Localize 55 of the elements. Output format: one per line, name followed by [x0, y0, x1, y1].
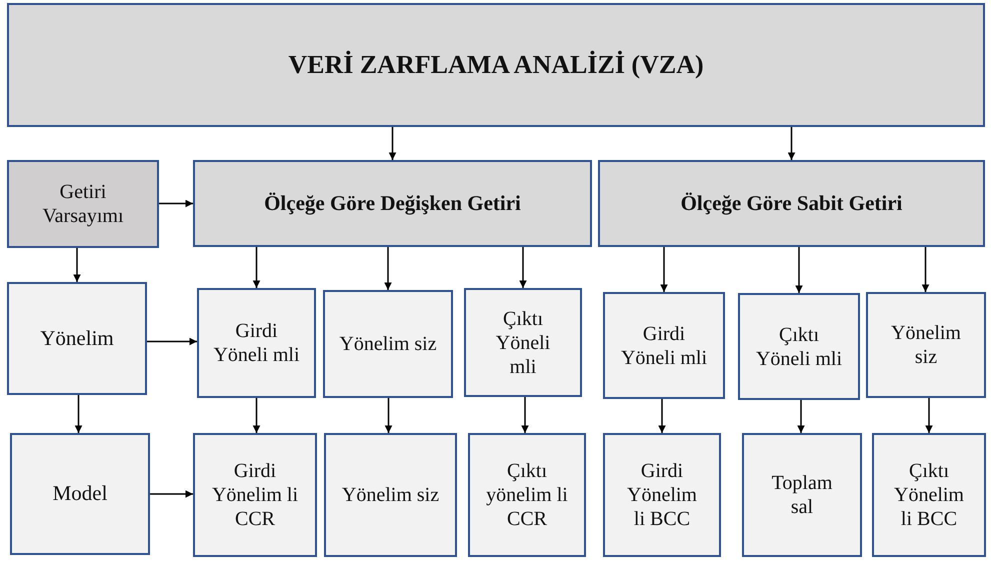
box-label: Çıktı Yöneli mli [494, 306, 552, 378]
process-box [324, 433, 457, 557]
category-box [10, 433, 150, 555]
arrow [521, 397, 529, 433]
box-label: Çıktı yönelim li CCR [485, 459, 569, 531]
process-box [193, 433, 317, 557]
process-box [197, 288, 316, 398]
box-label: Ölçeğe Göre Değişken Getiri [264, 190, 521, 216]
box-label: VERİ ZARFLAMA ANALİZİ (VZA) [288, 49, 704, 81]
arrow [388, 127, 396, 160]
title-box [7, 3, 985, 127]
box-label: Girdi Yönelim li CCR [210, 459, 300, 531]
arrow [73, 248, 81, 282]
arrow [658, 399, 666, 433]
box-label: Model [52, 481, 108, 507]
arrow [384, 247, 392, 290]
process-box [738, 293, 860, 400]
process-box [866, 292, 986, 398]
arrow [925, 398, 933, 433]
process-box [464, 288, 582, 397]
arrow [252, 398, 260, 433]
box-label: Yönelim siz [890, 321, 962, 369]
box-label: Getiri Varsayımı [41, 180, 125, 228]
process-box [872, 433, 986, 557]
arrow [660, 247, 668, 292]
process-box [323, 290, 453, 398]
box-label: Toplam sal [770, 471, 834, 519]
category-box [7, 160, 159, 248]
arrow [147, 338, 197, 346]
box-label: Yönelim siz [339, 332, 437, 356]
process-box [742, 433, 862, 557]
arrow [159, 200, 193, 208]
box-label: Çıktı Yönelim li BCC [893, 459, 965, 531]
box-label: Yönelim siz [342, 483, 440, 507]
process-box [603, 292, 725, 399]
arrow [150, 490, 193, 498]
box-label: Girdi Yönelim li BCC [626, 459, 698, 531]
arrow [922, 247, 930, 292]
arrow [795, 247, 803, 293]
box-label: Girdi Yöneli mli [213, 319, 300, 367]
arrow [384, 398, 392, 433]
box-label: Çıktı Yöneli mli [754, 322, 844, 370]
box-label: Yönelim [40, 326, 114, 352]
arrow [797, 400, 805, 433]
header-box [598, 160, 985, 247]
header-box [193, 160, 592, 247]
arrow [252, 247, 260, 288]
box-label: Ölçeğe Göre Sabit Getiri [680, 190, 902, 216]
arrow [519, 247, 527, 288]
arrow [74, 395, 82, 433]
category-box [7, 282, 147, 395]
process-box [468, 433, 586, 557]
arrow [788, 127, 796, 160]
box-label: Girdi Yöneli mli [620, 322, 708, 370]
process-box [603, 433, 721, 557]
